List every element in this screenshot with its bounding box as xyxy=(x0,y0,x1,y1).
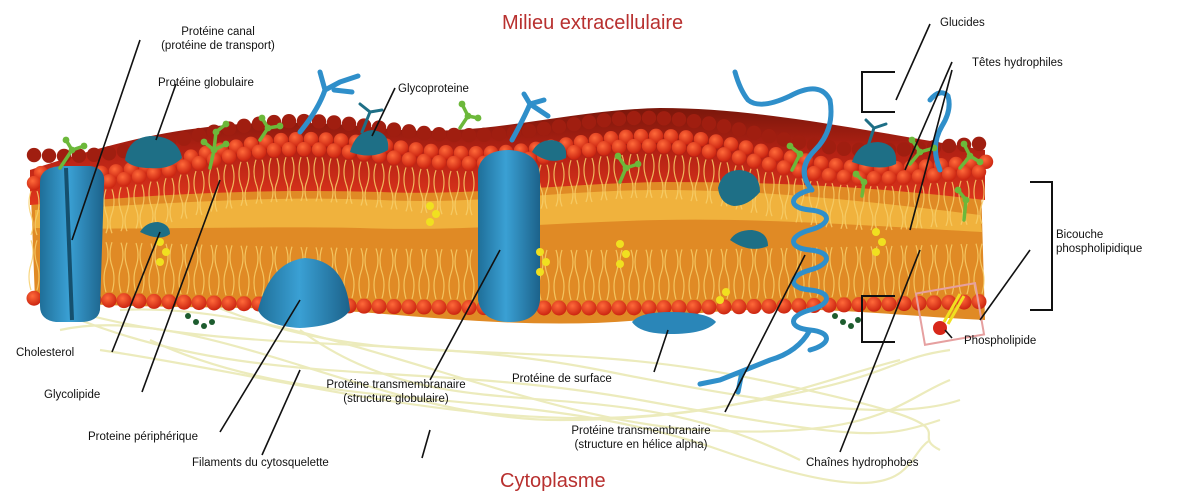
cytoplasm-title: Cytoplasme xyxy=(500,470,606,493)
label-cytoskeleton-filaments: Filaments du cytosquelette xyxy=(192,456,329,470)
label-globular-protein: Protéine globulaire xyxy=(158,76,254,90)
label-glycolipid: Glycolipide xyxy=(44,388,100,402)
transmembrane-globular-protein xyxy=(478,150,540,322)
label-cholesterol: Cholesterol xyxy=(16,346,74,360)
extracellular-title: Milieu extracellulaire xyxy=(502,12,683,35)
label-peripheral-protein: Proteine périphérique xyxy=(88,430,198,444)
label-channel-protein: Protéine canal (protéine de transport) xyxy=(128,25,308,53)
surface-protein xyxy=(632,312,716,334)
label-hydrophilic-heads: Têtes hydrophiles xyxy=(972,56,1063,70)
label-glycoprotein: Glycoproteine xyxy=(398,82,469,96)
label-channel-line1: Protéine canal xyxy=(128,25,308,39)
label-transglob-line1: Protéine transmembranaire xyxy=(296,378,496,392)
label-bilayer-line2: phospholipidique xyxy=(1056,242,1142,256)
label-surface-protein: Protéine de surface xyxy=(512,372,612,386)
label-transglob-line2: (structure globulaire) xyxy=(296,392,496,406)
label-phospholipid: Phospholipide xyxy=(964,334,1036,348)
label-transmembrane-globular: Protéine transmembranaire (structure glo… xyxy=(296,378,496,406)
label-hydrophobic-chains: Chaînes hydrophobes xyxy=(806,456,919,470)
label-transmembrane-helix: Protéine transmembranaire (structure en … xyxy=(536,424,746,452)
label-helix-line1: Protéine transmembranaire xyxy=(536,424,746,438)
channel-protein xyxy=(40,166,104,322)
label-bilayer-line1: Bicouche xyxy=(1056,228,1142,242)
label-channel-line2: (protéine de transport) xyxy=(128,39,308,53)
label-carbohydrates: Glucides xyxy=(940,16,985,30)
label-bilayer: Bicouche phospholipidique xyxy=(1056,228,1142,256)
label-helix-line2: (structure en hélice alpha) xyxy=(536,438,746,452)
